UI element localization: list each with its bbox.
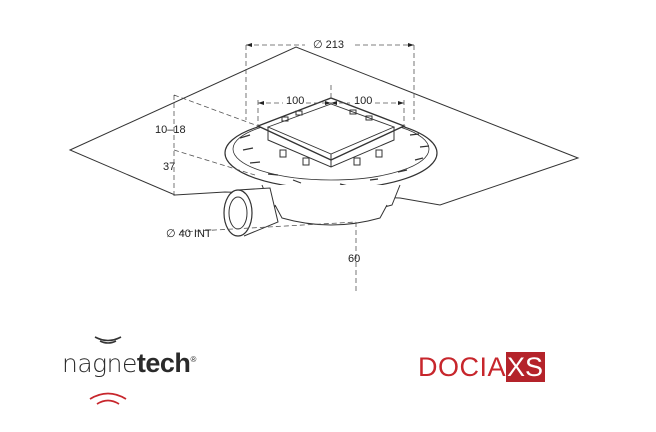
dim-label-height-adjust: 10–18 <box>155 124 186 136</box>
dim-label-width-left: 100 <box>286 95 304 107</box>
dim-label-outlet-depth: 60 <box>348 253 360 265</box>
magnet-wave-red-icon <box>89 392 127 405</box>
magnetech-logo-bold: tech <box>136 348 191 378</box>
dociaxs-logo-box: XS <box>506 352 546 382</box>
dociaxs-logo-main: DOCIA <box>418 352 507 382</box>
dociaxs-logo: DOCIAXS <box>418 352 546 382</box>
magnet-wave-icon <box>94 336 122 344</box>
magnetech-logo-light: nagne <box>62 349 137 378</box>
dim-label-width-right: 100 <box>354 95 372 107</box>
dim-label-outlet-diameter: ∅ 40 INT <box>166 228 212 240</box>
dim-line-depth <box>179 221 357 292</box>
membrane-sheet <box>68 46 580 206</box>
dim-label-diameter: ∅ 213 <box>313 39 344 51</box>
dim-line-heights <box>173 94 259 196</box>
magnetech-logo: nagnetech® <box>62 348 196 379</box>
dim-label-height-body: 37 <box>163 161 175 173</box>
registered-mark: ® <box>190 355 196 364</box>
grate-slots <box>279 109 383 166</box>
dim-line-widths <box>257 85 405 126</box>
